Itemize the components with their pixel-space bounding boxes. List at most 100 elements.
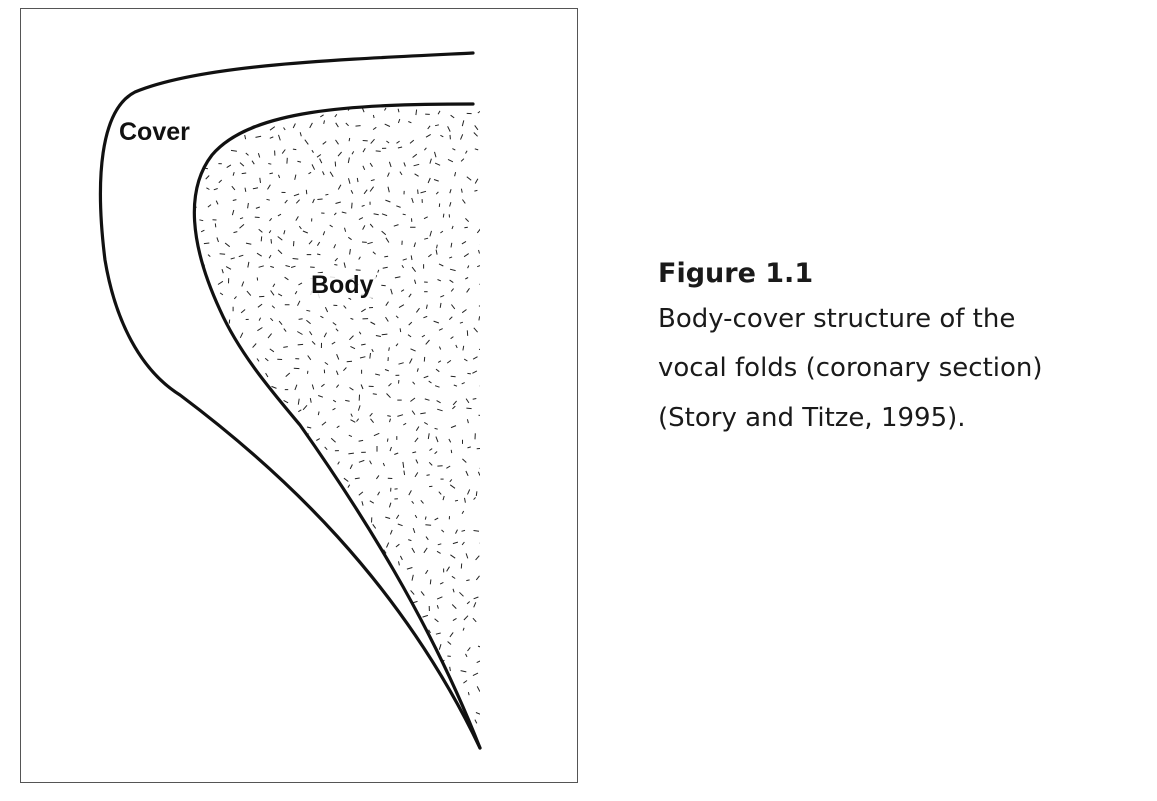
stipple-mark <box>281 527 285 534</box>
stipple-mark <box>332 322 337 326</box>
stipple-mark <box>242 424 247 428</box>
stipple-mark <box>268 591 273 597</box>
stipple-mark <box>268 230 272 234</box>
stipple-mark <box>271 305 276 309</box>
stipple-mark <box>399 555 403 561</box>
stipple-mark <box>239 555 243 562</box>
stipple-mark <box>394 276 401 279</box>
stipple-mark <box>410 621 417 626</box>
stipple-mark <box>270 576 276 580</box>
stipple-mark <box>477 645 480 648</box>
stipple-mark <box>186 617 191 618</box>
stipple-mark <box>244 382 248 388</box>
stipple-mark <box>200 123 205 129</box>
stipple-mark <box>395 543 400 548</box>
stipple-mark <box>356 600 359 605</box>
stipple-mark <box>240 309 246 314</box>
stipple-mark <box>268 472 271 477</box>
stipple-mark <box>321 551 324 556</box>
stipple-mark <box>403 470 406 476</box>
stipple-mark <box>361 308 366 313</box>
stipple-mark <box>194 308 198 314</box>
stipple-mark <box>194 568 197 573</box>
stipple-mark <box>280 409 287 412</box>
stipple-mark <box>478 316 480 321</box>
stipple-mark <box>436 244 438 249</box>
stipple-mark <box>473 602 477 608</box>
stipple-mark <box>389 634 394 639</box>
stipple-mark <box>188 162 191 164</box>
stipple-mark <box>226 164 232 169</box>
stipple-mark <box>257 327 263 332</box>
stipple-mark <box>336 354 340 360</box>
stipple-mark <box>322 231 326 236</box>
stipple-mark <box>478 249 480 254</box>
stipple-mark <box>315 489 321 492</box>
stipple-mark <box>265 725 269 730</box>
stipple-mark <box>375 594 380 598</box>
stipple-mark <box>297 300 301 306</box>
stipple-mark <box>417 189 419 195</box>
stipple-mark <box>355 641 361 645</box>
stipple-mark <box>206 420 213 426</box>
stipple-mark <box>369 162 373 167</box>
stipple-mark <box>306 319 311 325</box>
stipple-mark <box>422 704 426 709</box>
stipple-mark <box>413 242 416 248</box>
stipple-mark <box>356 177 359 183</box>
stipple-mark <box>347 484 351 488</box>
stipple-mark <box>324 591 328 596</box>
stipple-mark <box>453 384 458 387</box>
stipple-mark <box>230 149 237 152</box>
stipple-mark <box>320 383 325 388</box>
stipple-mark <box>408 490 412 496</box>
stipple-mark <box>481 565 482 570</box>
stipple-mark <box>202 752 207 753</box>
stipple-mark <box>399 171 403 176</box>
stipple-mark <box>233 107 236 112</box>
stipple-mark <box>425 745 428 748</box>
stipple-mark <box>427 125 431 130</box>
stipple-mark <box>476 227 480 234</box>
stipple-mark <box>272 569 276 573</box>
stipple-mark <box>306 426 312 429</box>
stipple-mark <box>200 449 203 456</box>
stipple-mark <box>465 470 469 477</box>
stipple-mark <box>424 147 427 151</box>
stipple-mark <box>267 184 271 190</box>
stipple-mark <box>200 658 204 663</box>
stipple-mark <box>472 356 478 360</box>
stipple-mark <box>309 122 313 129</box>
stipple-mark <box>421 682 427 686</box>
stipple-mark <box>449 268 456 272</box>
stipple-mark <box>244 134 247 140</box>
stipple-mark <box>269 525 272 530</box>
stipple-mark <box>283 230 286 235</box>
stipple-mark <box>446 359 452 364</box>
stipple-mark <box>455 344 458 349</box>
stipple-mark <box>203 305 206 309</box>
stipple-mark <box>336 384 340 388</box>
stipple-mark <box>375 692 379 696</box>
stipple-mark <box>477 471 480 476</box>
stipple-mark <box>325 193 329 196</box>
stipple-mark <box>423 375 429 379</box>
stipple-mark <box>394 452 399 455</box>
stipple-mark <box>424 421 429 425</box>
stipple-mark <box>356 578 360 582</box>
stipple-mark <box>231 682 235 688</box>
stipple-mark <box>415 307 420 313</box>
stipple-mark <box>217 596 224 600</box>
stipple-mark <box>239 561 243 567</box>
stipple-mark <box>192 151 193 154</box>
stipple-mark <box>331 679 336 682</box>
stipple-mark <box>348 137 351 142</box>
stipple-mark <box>324 361 329 366</box>
stipple-mark <box>307 574 313 579</box>
stipple-mark <box>298 724 301 728</box>
stipple-mark <box>410 723 412 730</box>
stipple-mark <box>228 513 231 517</box>
stipple-mark <box>348 236 352 241</box>
stipple-mark <box>256 358 260 362</box>
stipple-mark <box>292 123 296 129</box>
